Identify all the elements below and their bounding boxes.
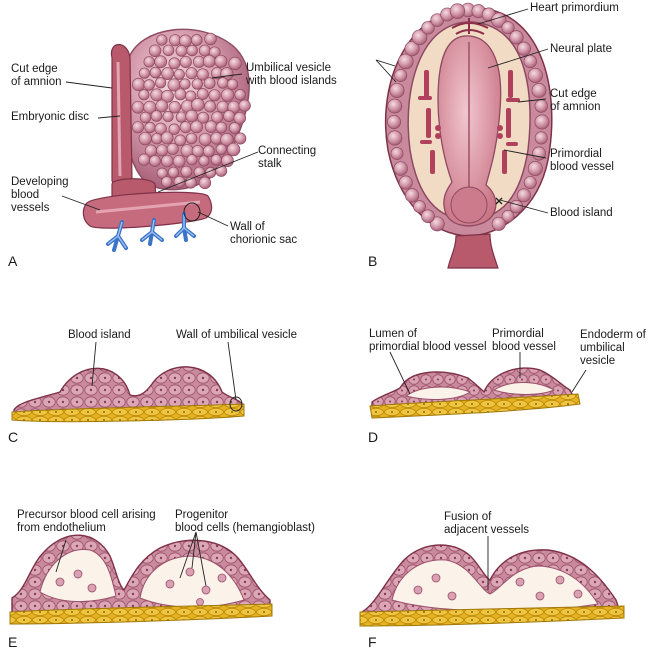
- panel-letter-e: E: [8, 634, 18, 650]
- panel-letter-a: A: [8, 253, 18, 269]
- panel-d-art: [369, 367, 581, 419]
- panel-a-art: [82, 28, 251, 252]
- panel-letter-d: D: [368, 429, 379, 445]
- panel-letter-b: B: [368, 253, 378, 269]
- label-c-blood-island: Blood island: [68, 329, 131, 341]
- label-b-blood-island: Blood island: [550, 207, 613, 219]
- panel-letter-c: C: [8, 429, 19, 445]
- leader-lines: [55, 8, 587, 590]
- rim-blood-islands: [387, 2, 550, 232]
- label-a-embryonic-disc: Embryonic disc: [11, 111, 89, 123]
- label-c-wall-umbilical-vesicle: Wall of umbilical vesicle: [176, 329, 297, 341]
- umbilical-vesicle-bubbles: [131, 32, 251, 190]
- label-b-heart-primordium: Heart primordium: [530, 2, 619, 14]
- panel-f-art: [359, 544, 625, 627]
- panel-letter-f: F: [368, 634, 377, 650]
- label-b-neural-plate: Neural plate: [550, 43, 613, 55]
- panel-c-art: [11, 366, 245, 423]
- panel-e-art: [9, 534, 273, 625]
- panel-b-art: [384, 2, 553, 269]
